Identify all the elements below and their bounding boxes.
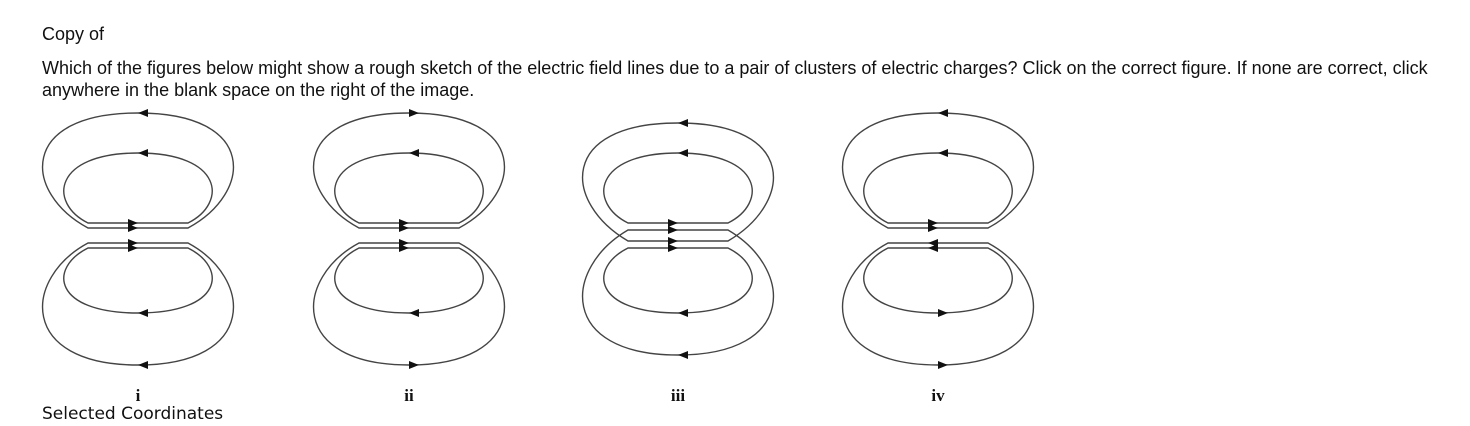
question-prompt: Which of the figures below might show a … bbox=[42, 58, 1428, 100]
field-lines-image[interactable]: i ii bbox=[28, 103, 1438, 408]
figure-iii[interactable]: iii bbox=[582, 119, 774, 405]
figure-label-iii: iii bbox=[671, 386, 685, 405]
question-heading: Copy of bbox=[42, 24, 105, 44]
figure-ii[interactable]: ii bbox=[313, 109, 505, 405]
figure-i[interactable]: i bbox=[42, 109, 234, 405]
figure-label-i: i bbox=[136, 386, 141, 405]
figure-label-ii: ii bbox=[404, 386, 414, 405]
figure-label-iv: iv bbox=[931, 386, 945, 405]
hotspot-image[interactable]: i ii bbox=[28, 103, 1438, 408]
figure-iv[interactable]: iv bbox=[842, 109, 1034, 405]
selected-coordinates-label: Selected Coordinates bbox=[42, 404, 224, 424]
